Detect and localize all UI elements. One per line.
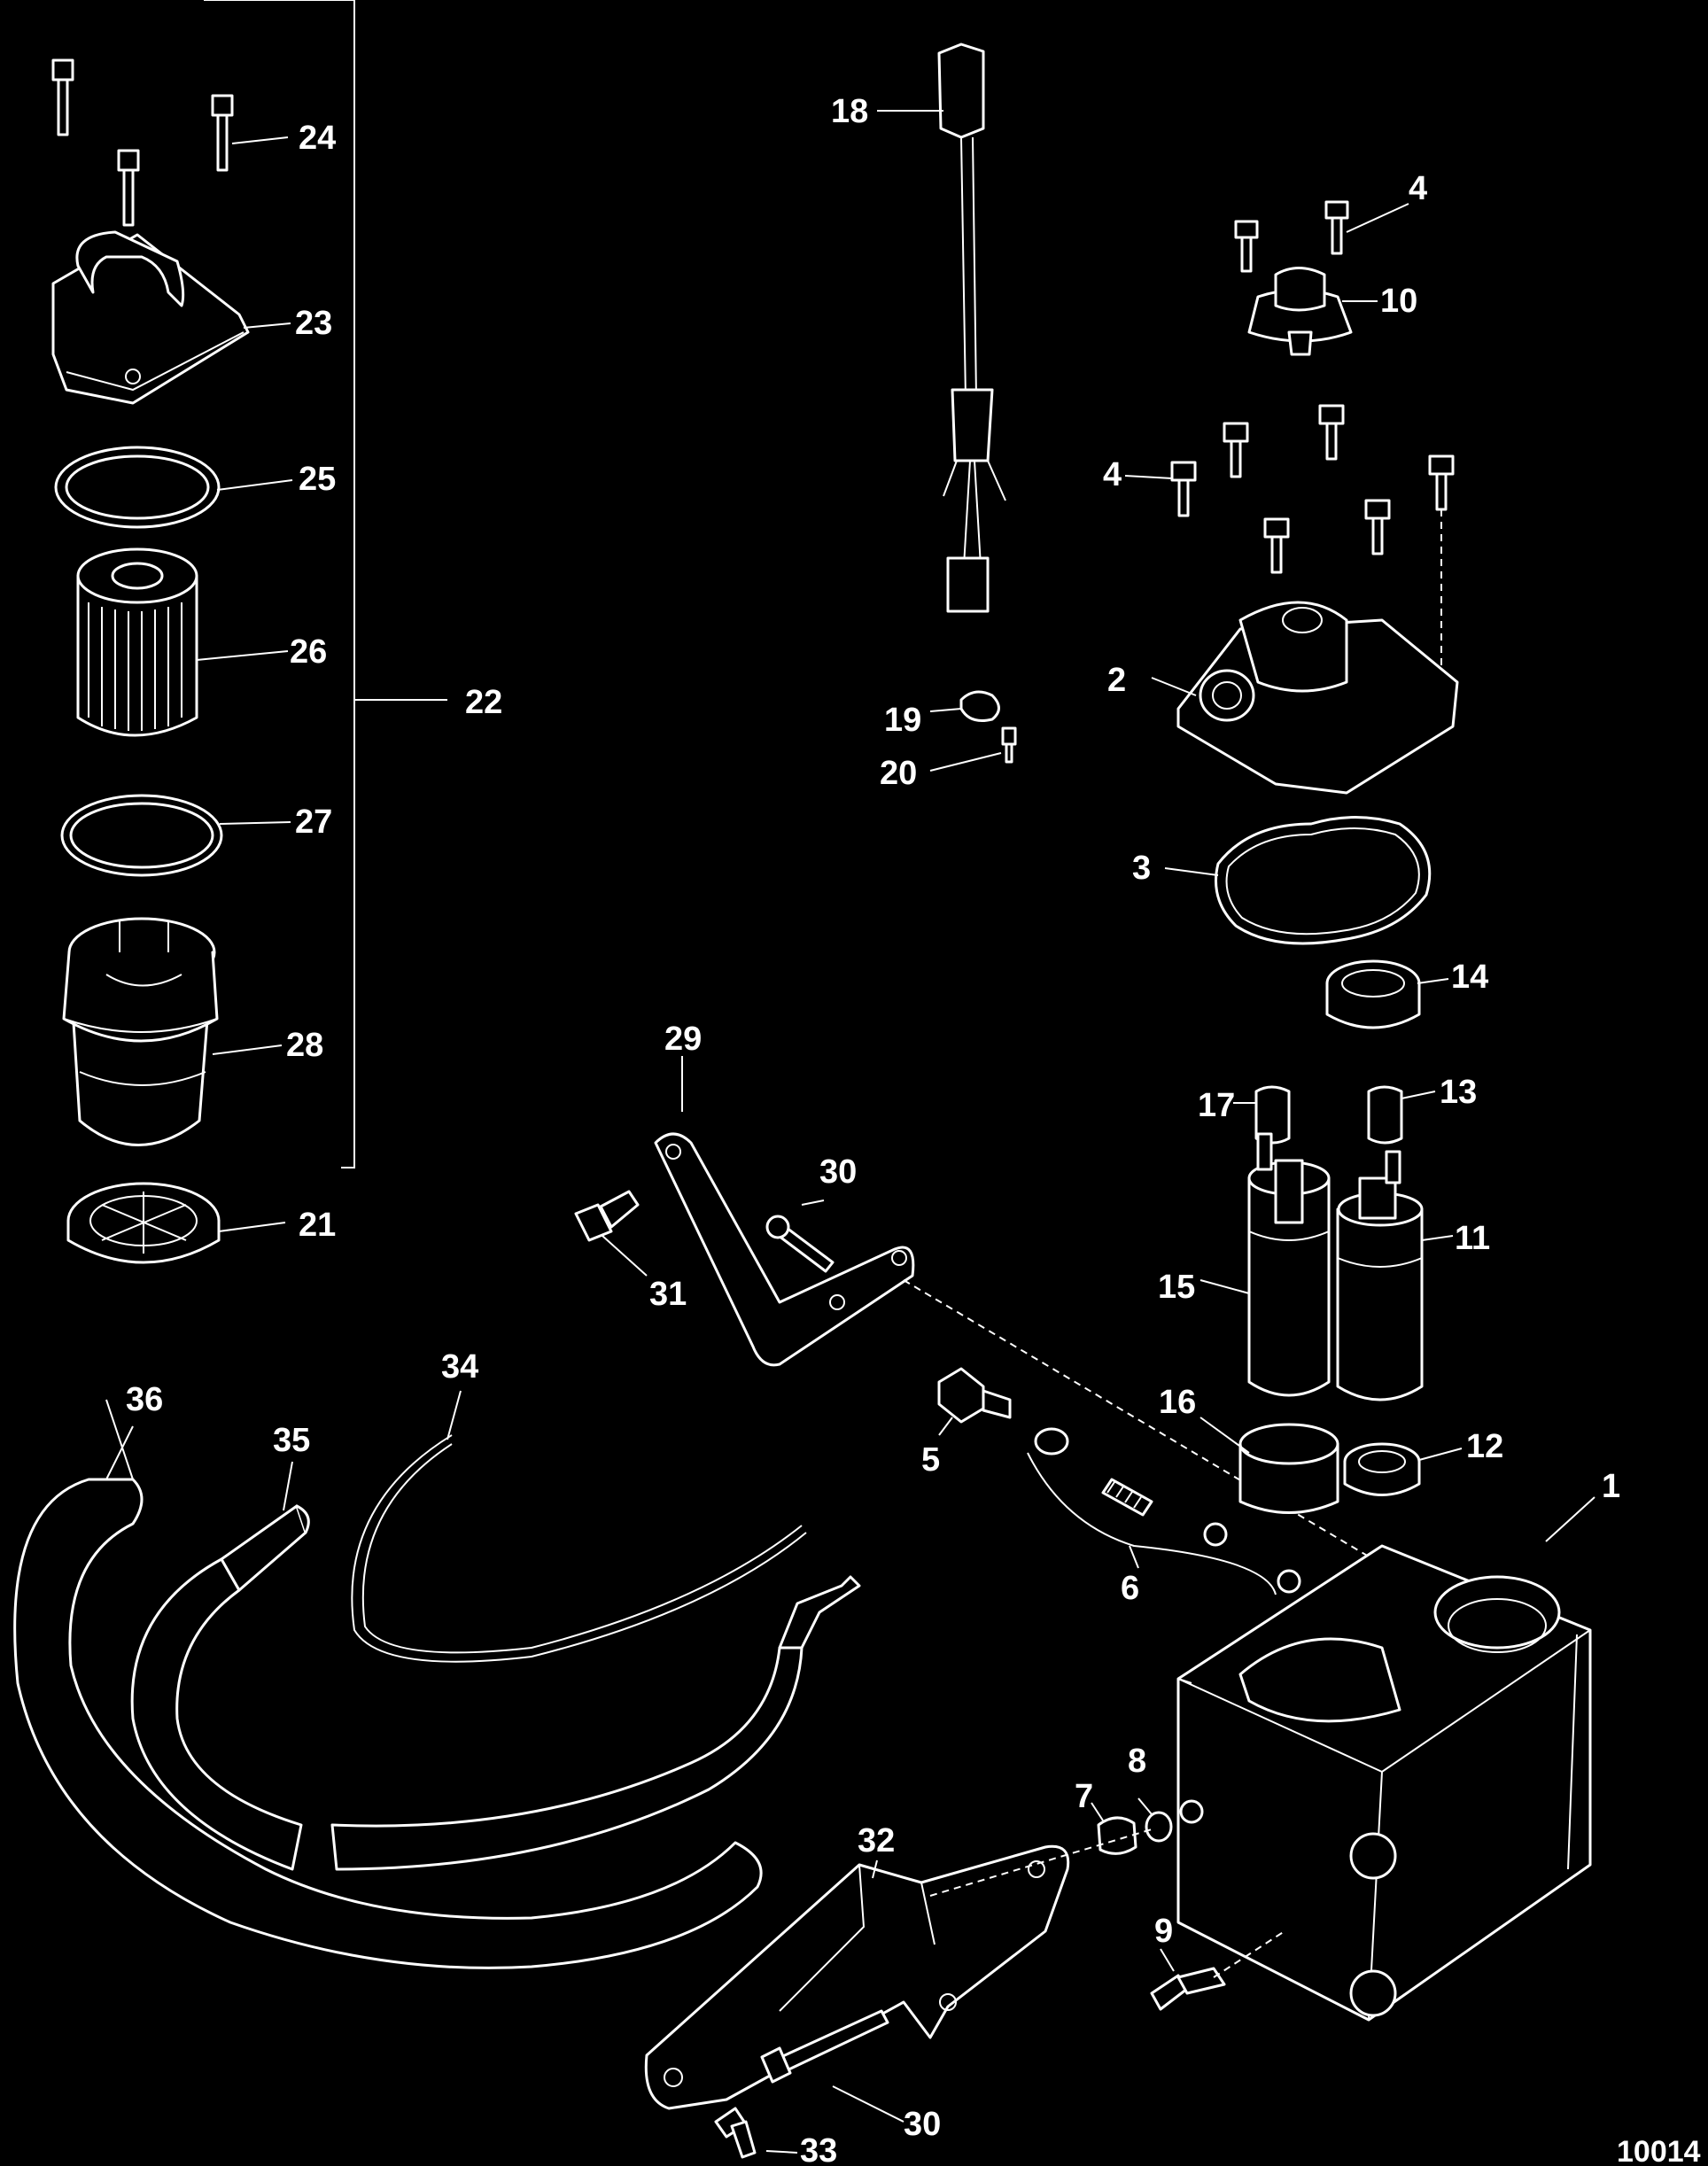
- bolt-30-upper: [765, 1199, 835, 1273]
- callout-9: 9: [1154, 1913, 1173, 1950]
- plug-7: [1091, 1802, 1137, 1855]
- callout-22: 22: [465, 684, 502, 721]
- hose-34: [351, 1390, 807, 1663]
- callout-6: 6: [1121, 1570, 1139, 1607]
- fitting-9: [1150, 1930, 1285, 2011]
- callout-4a: 4: [1409, 170, 1427, 207]
- callout-11: 11: [1455, 1220, 1490, 1257]
- callout-20: 20: [880, 755, 917, 792]
- bracket-29: [654, 1056, 1374, 1560]
- hose-35: [130, 1461, 310, 1871]
- callout-34: 34: [441, 1348, 478, 1386]
- ring-12: [1343, 1442, 1463, 1496]
- gasket-3: [1164, 816, 1432, 945]
- screw-20: [929, 726, 1017, 772]
- sleeve-16: [1199, 1417, 1339, 1514]
- check-valve-6: [1027, 1427, 1301, 1595]
- callout-33: 33: [800, 2132, 837, 2166]
- callout-28: 28: [286, 1027, 323, 1064]
- callout-8: 8: [1128, 1743, 1146, 1780]
- callout-13: 13: [1440, 1074, 1477, 1111]
- washer-8: [1137, 1797, 1173, 1843]
- bolt-30-lower: [760, 2009, 904, 2123]
- callout-19: 19: [884, 702, 921, 739]
- callout-2: 2: [1107, 662, 1126, 699]
- callout-4b: 4: [1103, 456, 1122, 493]
- pump-cover-2: [1151, 601, 1459, 795]
- filter-base-21: [66, 1182, 286, 1264]
- callout-labels: 1 2 3 4 4 5 6 7 8 9 10 11 12 13 14 15 16…: [126, 93, 1620, 2166]
- filter-bowl-28: [62, 917, 283, 1146]
- callout-35: 35: [273, 1422, 310, 1459]
- hose-36: [13, 1399, 763, 1969]
- callout-30b: 30: [904, 2106, 941, 2143]
- grommet-13: [1367, 1085, 1436, 1145]
- bolt-31: [574, 1190, 648, 1277]
- filter-cover-23: [51, 230, 291, 405]
- callout-7: 7: [1075, 1778, 1093, 1815]
- o-ring-27: [60, 794, 291, 877]
- pump-base-1: [1176, 1496, 1595, 2022]
- fuel-pump-11: [1336, 1150, 1454, 1401]
- pressure-regulator-10: [1247, 267, 1378, 356]
- filter-element-26: [76, 547, 289, 737]
- callout-24: 24: [299, 120, 336, 157]
- callout-36: 36: [126, 1381, 163, 1418]
- callout-21: 21: [299, 1207, 336, 1244]
- callout-16: 16: [1159, 1384, 1196, 1421]
- callout-29: 29: [664, 1021, 702, 1058]
- screws-24: [51, 58, 289, 227]
- callout-30a: 30: [819, 1153, 857, 1191]
- callout-1: 1: [1602, 1468, 1620, 1505]
- callout-23: 23: [295, 305, 332, 342]
- callout-14: 14: [1451, 959, 1488, 996]
- wiring-harness-18: [877, 43, 1006, 613]
- o-ring-25: [54, 446, 293, 529]
- callout-25: 25: [299, 461, 336, 498]
- callout-15: 15: [1158, 1269, 1195, 1306]
- clip-19: [929, 690, 1000, 722]
- hose-large-upper: [330, 1575, 861, 1871]
- callout-32: 32: [858, 1822, 895, 1859]
- bracket-32: [644, 1828, 1153, 2110]
- fitting-5: [937, 1367, 1012, 1436]
- filter-assembly-bracket-22: [204, 0, 447, 1168]
- screw-33: [714, 2107, 798, 2159]
- callout-17: 17: [1198, 1087, 1235, 1124]
- callout-27: 27: [295, 804, 332, 841]
- screws-4: [1124, 200, 1455, 682]
- callout-10: 10: [1380, 283, 1417, 320]
- callout-12: 12: [1466, 1428, 1503, 1465]
- callout-26: 26: [290, 633, 327, 671]
- fuel-pump-15: [1199, 1132, 1331, 1397]
- callout-5: 5: [921, 1441, 940, 1479]
- callout-3: 3: [1132, 850, 1151, 887]
- callout-31: 31: [649, 1276, 687, 1313]
- cap-14: [1325, 959, 1449, 1029]
- callout-18: 18: [831, 93, 868, 130]
- figure-number: 10014: [1617, 2135, 1701, 2166]
